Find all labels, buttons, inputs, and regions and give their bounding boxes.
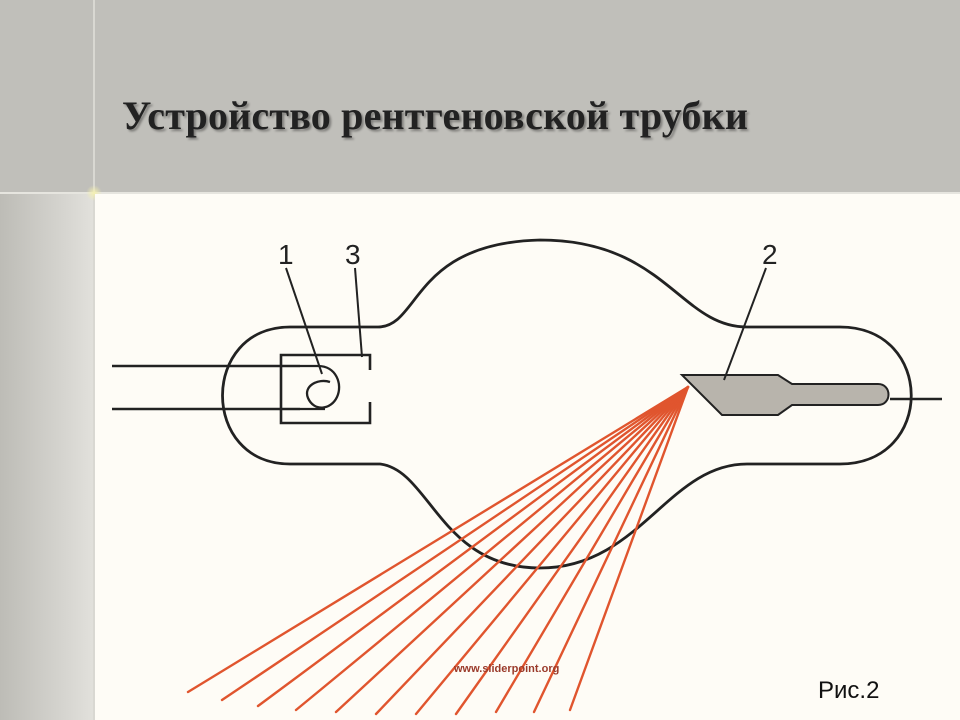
anode	[679, 374, 890, 416]
label-focusing-cup: 3	[345, 239, 361, 270]
xray-line	[454, 385, 690, 716]
diagram-area	[95, 194, 960, 720]
xray-beam	[186, 385, 690, 716]
label-anode: 2	[762, 239, 778, 270]
header-band	[0, 0, 960, 193]
vertical-divider	[93, 0, 95, 720]
lead-wires	[112, 364, 942, 411]
xray-line	[256, 385, 690, 708]
watermark: www.sliderpoint.org	[454, 663, 560, 675]
leader-line-3	[354, 267, 363, 358]
xray-line	[294, 385, 690, 712]
leader-line-1	[285, 267, 323, 375]
leader-lines	[285, 267, 767, 381]
xray-line	[334, 385, 690, 714]
slide-title: Устройство рентгеновской трубки	[122, 93, 749, 138]
glass-envelope	[221, 238, 913, 570]
cathode-filament	[300, 364, 341, 409]
xray-line	[494, 385, 690, 714]
horizontal-divider	[0, 192, 960, 194]
xray-line	[532, 385, 690, 714]
xray-line	[186, 385, 690, 694]
xray-line	[568, 385, 690, 712]
figure-caption: Рис.2	[818, 677, 880, 704]
focusing-cup	[279, 353, 372, 425]
xray-line	[414, 385, 690, 716]
xray-line	[374, 385, 690, 716]
leader-line-2	[723, 267, 767, 381]
label-cathode: 1	[278, 239, 294, 270]
xray-line	[220, 385, 690, 702]
left-sidebar-band	[0, 193, 94, 720]
